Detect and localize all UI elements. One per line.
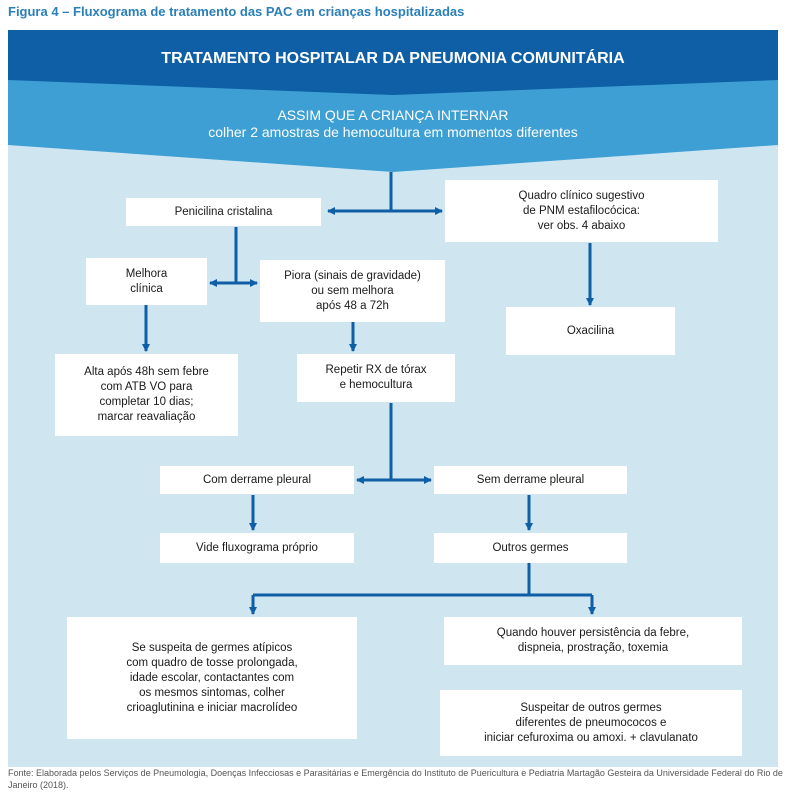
- node-suspeitar: Suspeitar de outros germes diferentes de…: [440, 690, 742, 756]
- banner-line-2: colher 2 amostras de hemocultura em mome…: [208, 124, 578, 140]
- node-melhora: Melhora clínica: [86, 258, 207, 305]
- node-penicilina: Penicilina cristalina: [126, 198, 321, 226]
- banner-instruction: ASSIM QUE A CRIANÇA INTERNAR colher 2 am…: [8, 107, 778, 141]
- node-piora: Piora (sinais de gravidade) ou sem melho…: [260, 260, 445, 322]
- node-estafilococica: Quadro clínico sugestivo de PNM estafilo…: [445, 180, 718, 242]
- header-banner-lower: [8, 78, 778, 172]
- node-persistencia: Quando houver persistência da febre, dis…: [444, 617, 742, 665]
- header-banner-top: [8, 30, 778, 95]
- node-com-derrame: Com derrame pleural: [160, 466, 354, 494]
- node-outros-germes: Outros germes: [434, 533, 627, 563]
- node-alta: Alta após 48h sem febre com ATB VO para …: [55, 354, 238, 436]
- node-oxacilina: Oxacilina: [506, 307, 675, 355]
- banner-line-1: ASSIM QUE A CRIANÇA INTERNAR: [277, 107, 509, 123]
- node-sem-derrame: Sem derrame pleural: [434, 466, 627, 494]
- figure-title: Figura 4 – Fluxograma de tratamento das …: [8, 4, 465, 19]
- node-vide: Vide fluxograma próprio: [160, 533, 354, 563]
- node-atipicos: Se suspeita de germes atípicos com quadr…: [67, 617, 357, 739]
- source-note: Fonte: Elaborada pelos Serviços de Pneum…: [8, 768, 783, 790]
- banner-title: TRATAMENTO HOSPITALAR DA PNEUMONIA COMUN…: [161, 50, 625, 67]
- node-repetir: Repetir RX de tórax e hemocultura: [297, 354, 455, 402]
